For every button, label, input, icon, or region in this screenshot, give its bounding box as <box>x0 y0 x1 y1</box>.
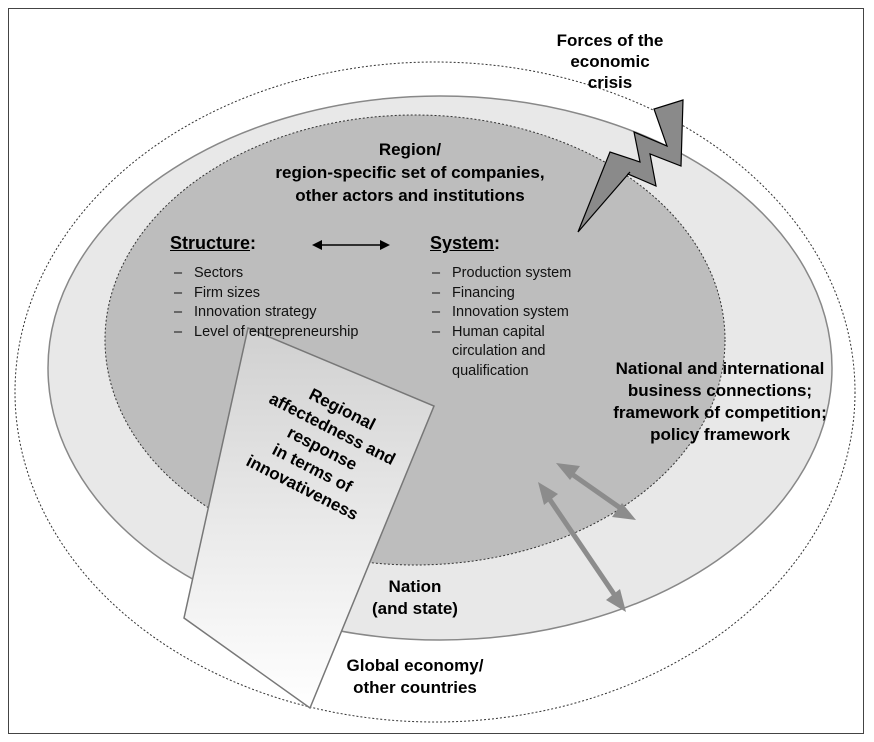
system-item: Human capital circulation and qualificat… <box>430 323 610 382</box>
connection-arrow-short <box>556 463 636 520</box>
structure-list: Sectors Firm sizes Innovation strategy L… <box>172 264 412 342</box>
system-item: Financing <box>430 284 610 304</box>
affectedness-trapezoid <box>183 326 435 710</box>
structure-item: Sectors <box>172 264 412 284</box>
structure-item: Innovation strategy <box>172 303 412 323</box>
structure-item: Firm sizes <box>172 284 412 304</box>
connection-arrow-long <box>538 482 626 612</box>
national-connections-label: National and international business conn… <box>613 359 827 444</box>
system-list: Production system Financing Innovation s… <box>430 264 610 381</box>
system-item: Production system <box>430 264 610 284</box>
structure-heading-text: Structure <box>170 233 251 253</box>
structure-heading: Structure: <box>170 233 256 254</box>
system-heading-colon: : <box>494 233 501 253</box>
crisis-lightning-bolt-icon <box>577 99 684 233</box>
nation-label: Nation (and state) <box>372 577 458 618</box>
structure-item: Level of entrepreneurship <box>172 323 412 343</box>
global-economy-label: Global economy/ other countries <box>346 656 484 697</box>
system-item: Innovation system <box>430 303 610 323</box>
system-heading-text: System <box>430 233 495 253</box>
system-heading: System: <box>430 233 500 254</box>
forces-of-crisis-label: Forces of the economic crisis <box>556 31 664 92</box>
structure-heading-colon: : <box>250 233 257 253</box>
global-economy-boundary <box>14 61 856 723</box>
structure-system-arrow <box>312 240 390 250</box>
region-label: Region/ region-specific set of companies… <box>275 140 545 205</box>
